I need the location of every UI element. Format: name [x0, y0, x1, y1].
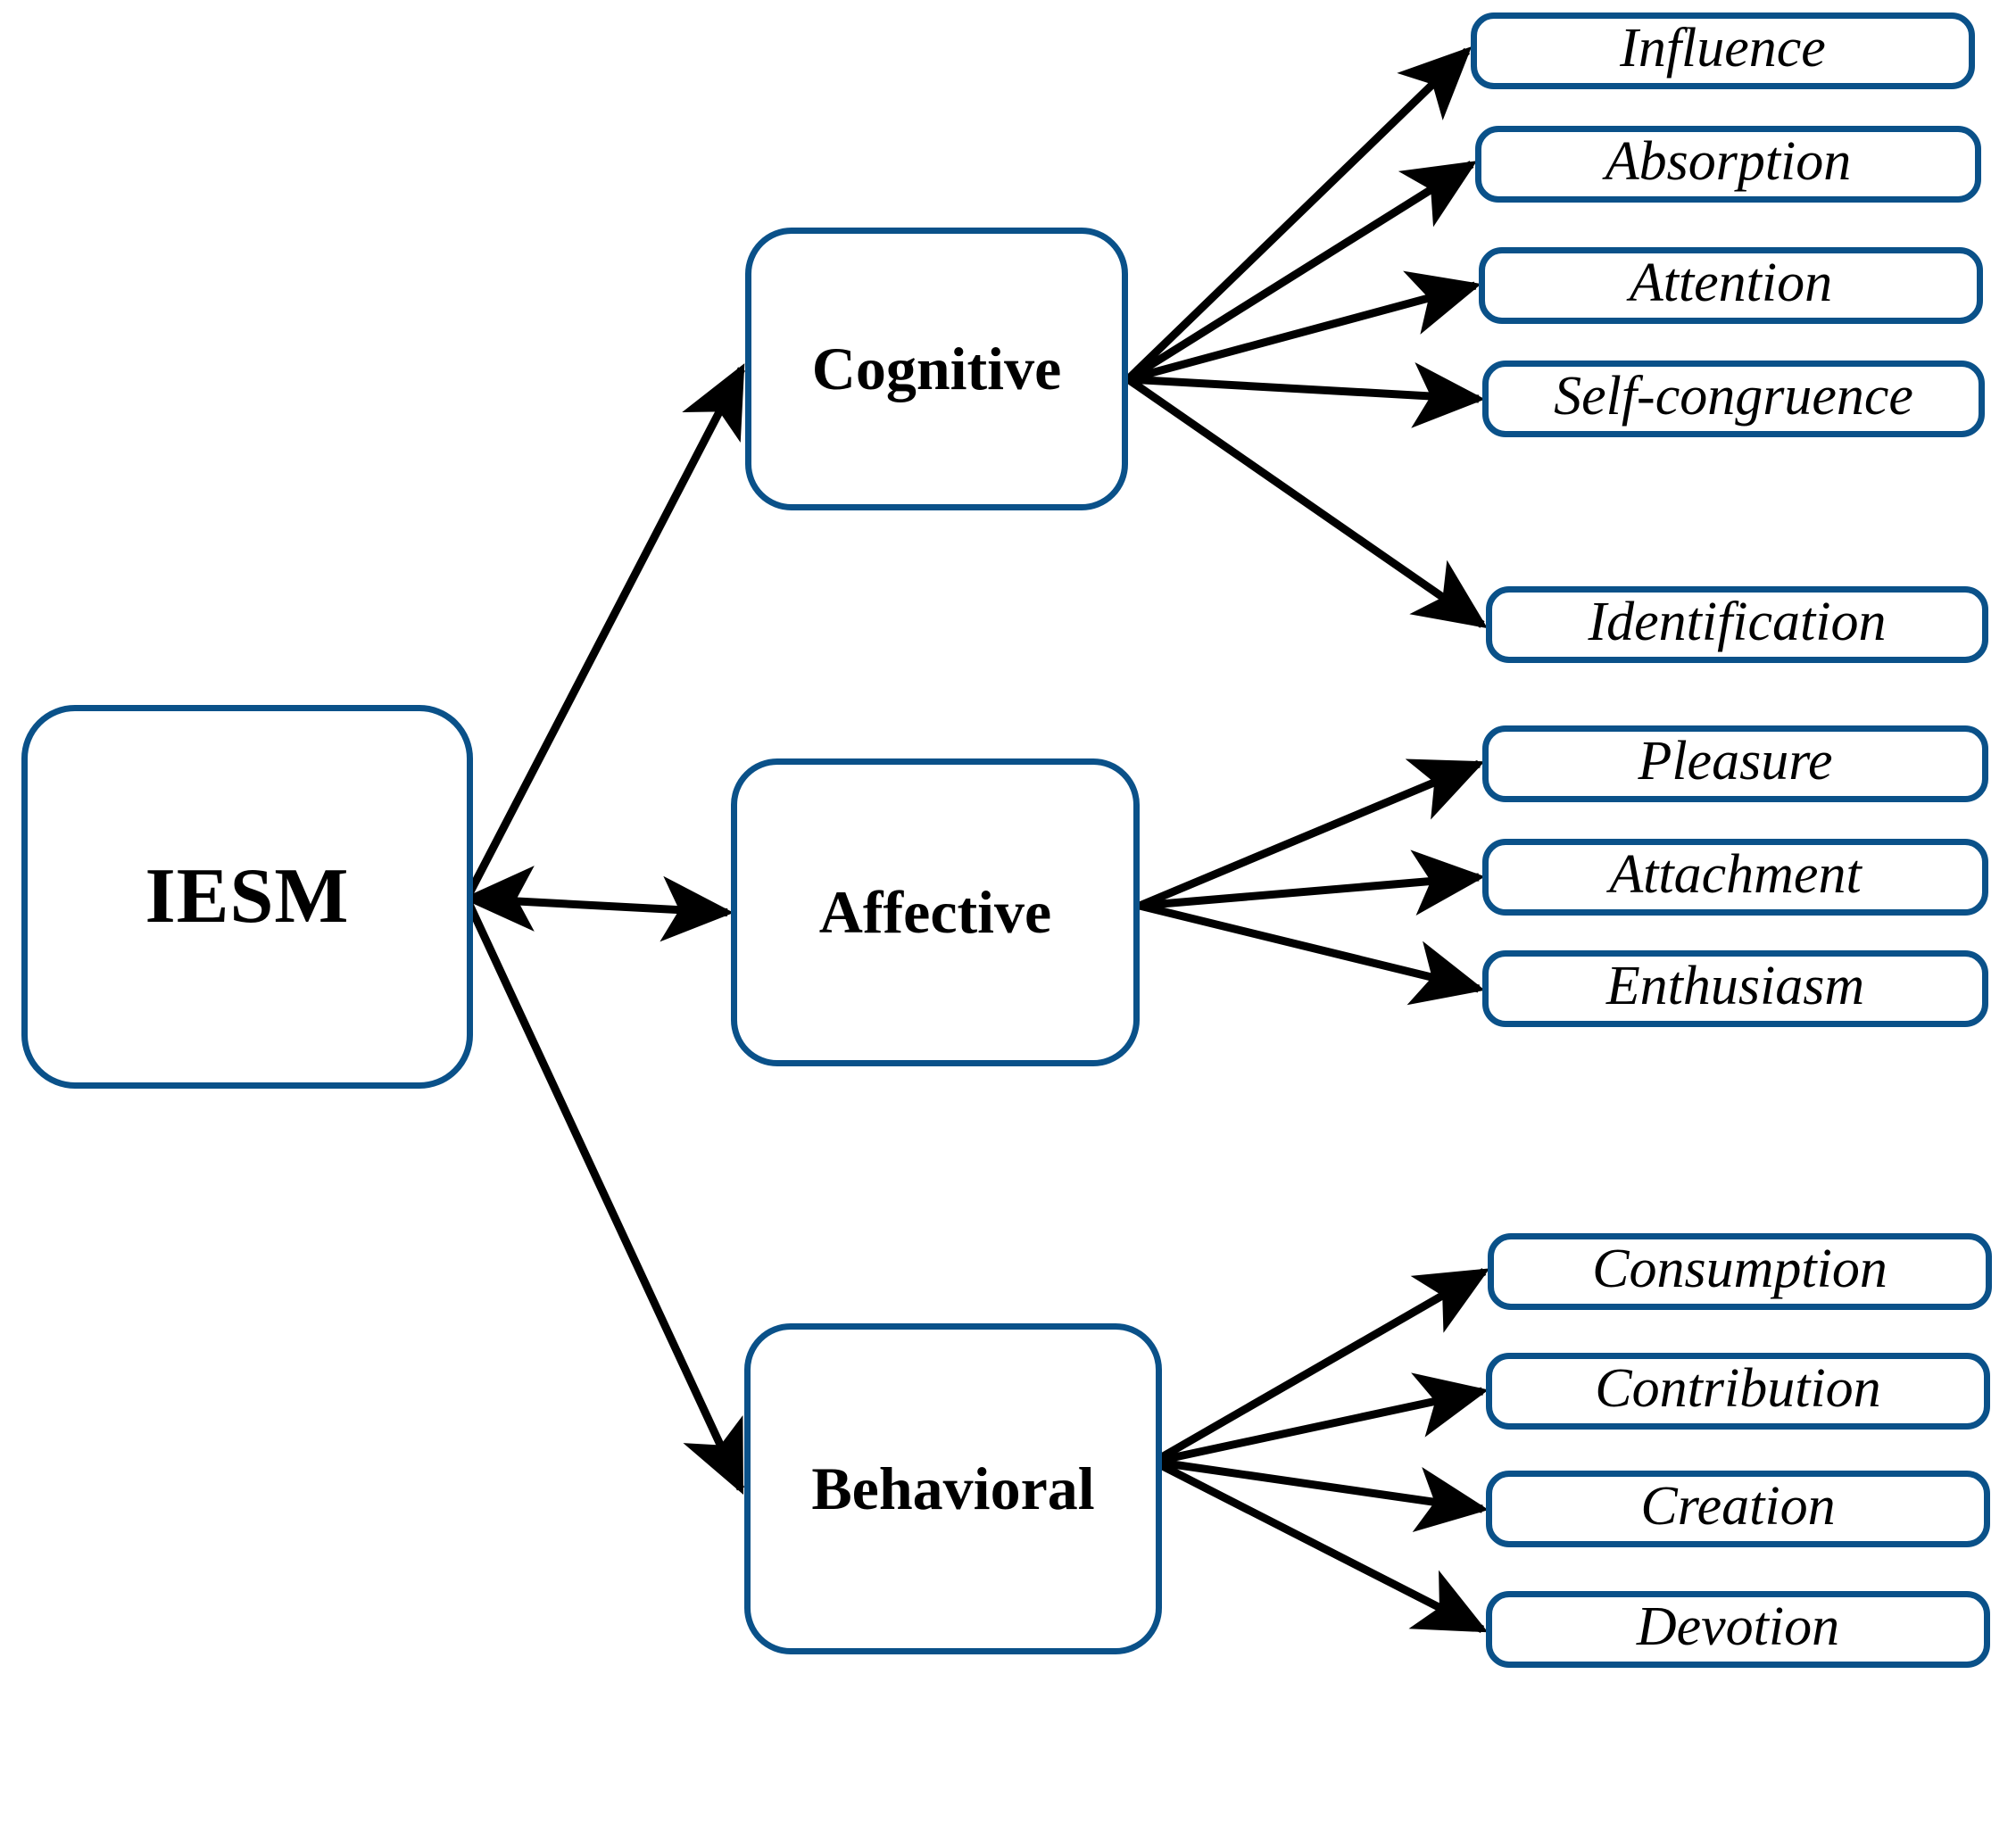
- node-attachment[interactable]: Attachment: [1482, 839, 1988, 916]
- connector-line: [1151, 1268, 1490, 1465]
- connector-line: [1139, 850, 1486, 916]
- connector-line: [1125, 161, 1478, 383]
- node-devotion[interactable]: Devotion: [1486, 1591, 1990, 1668]
- node-identification-label: Identification: [1588, 592, 1887, 653]
- node-affective-label: Affective: [818, 877, 1052, 946]
- node-behavioral[interactable]: Behavioral: [744, 1323, 1162, 1654]
- node-affective[interactable]: Affective: [731, 758, 1140, 1066]
- connector-line: [1153, 1372, 1489, 1466]
- node-influence-label: Influence: [1620, 18, 1826, 79]
- connector-line: [1151, 1457, 1489, 1634]
- node-consumption-label: Consumption: [1592, 1239, 1887, 1300]
- node-absorption-label: Absorption: [1605, 131, 1852, 193]
- node-absorption[interactable]: Absorption: [1475, 126, 1981, 203]
- connector-line: [1127, 362, 1486, 428]
- node-attention[interactable]: Attention: [1479, 247, 1983, 324]
- connector-line: [1153, 1457, 1489, 1533]
- node-iesm-label: IESM: [145, 852, 350, 940]
- node-self-congruence-label: Self-congruence: [1554, 366, 1913, 427]
- connector-line: [462, 897, 745, 1496]
- connector-line: [1138, 901, 1485, 1006]
- node-pleasure-label: Pleasure: [1638, 731, 1833, 792]
- node-attachment-label: Attachment: [1609, 844, 1862, 906]
- node-pleasure[interactable]: Pleasure: [1482, 725, 1988, 802]
- node-iesm[interactable]: IESM: [21, 705, 473, 1089]
- connector-line: [1124, 46, 1473, 383]
- node-cognitive-label: Cognitive: [811, 334, 1062, 402]
- node-self-congruence[interactable]: Self-congruence: [1482, 361, 1985, 437]
- node-contribution-label: Contribution: [1595, 1358, 1881, 1420]
- node-creation-label: Creation: [1640, 1476, 1836, 1537]
- connector-line: [1126, 270, 1481, 384]
- node-enthusiasm-label: Enthusiasm: [1605, 956, 1865, 1017]
- connector-line: [463, 363, 745, 901]
- connector-line: [466, 875, 734, 942]
- connector-line: [1125, 376, 1488, 629]
- node-cognitive[interactable]: Cognitive: [745, 228, 1128, 510]
- node-enthusiasm[interactable]: Enthusiasm: [1482, 950, 1988, 1027]
- node-identification[interactable]: Identification: [1486, 586, 1988, 663]
- connector-line: [1138, 758, 1485, 910]
- node-contribution[interactable]: Contribution: [1486, 1353, 1990, 1430]
- node-behavioral-label: Behavioral: [811, 1454, 1095, 1522]
- node-attention-label: Attention: [1629, 253, 1833, 314]
- node-consumption[interactable]: Consumption: [1488, 1233, 1992, 1310]
- node-devotion-label: Devotion: [1636, 1596, 1840, 1658]
- node-creation[interactable]: Creation: [1486, 1471, 1990, 1547]
- node-influence[interactable]: Influence: [1471, 12, 1975, 89]
